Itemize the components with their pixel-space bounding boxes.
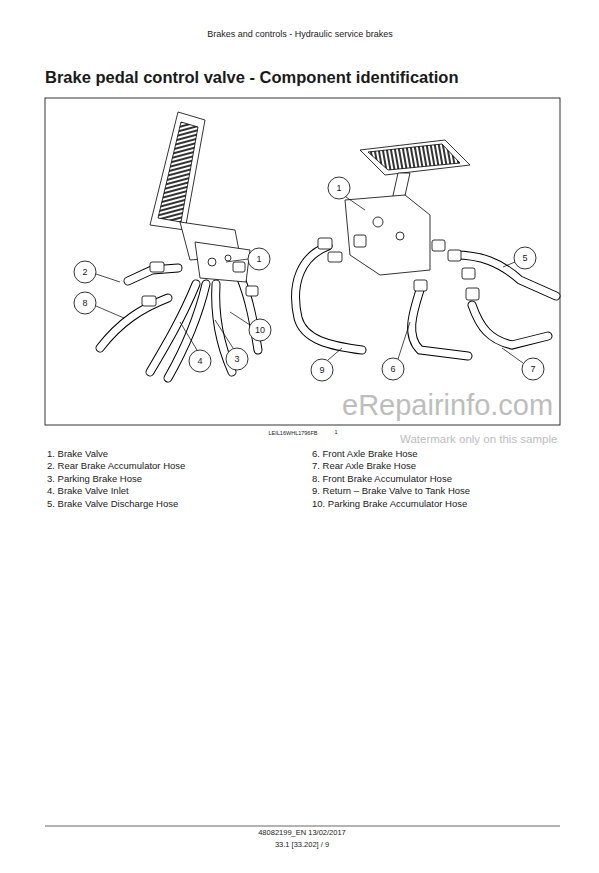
callout-number: 2 bbox=[82, 267, 87, 277]
legend-item: 1. Brake Valve bbox=[47, 449, 108, 460]
leader-lines bbox=[96, 197, 523, 363]
legend-item: 8. Front Brake Accumulator Hose bbox=[312, 474, 452, 485]
footer-text: 48082199_EN 13/02/2017 bbox=[258, 829, 346, 838]
legend-item: 5. Brake Valve Discharge Hose bbox=[47, 499, 178, 510]
left-valve bbox=[142, 112, 258, 306]
callout-circles bbox=[74, 177, 544, 381]
watermark: eRepairinfo.com bbox=[342, 389, 553, 422]
legend-item: 9. Return – Brake Valve to Tank Hose bbox=[312, 486, 470, 497]
legend-item: 3. Parking Brake Hose bbox=[47, 474, 142, 485]
legend-item: 4. Brake Valve Inlet bbox=[47, 486, 129, 497]
legend-item: 10. Parking Brake Accumulator Hose bbox=[312, 499, 467, 510]
legend-item: 6. Front Axle Brake Hose bbox=[312, 449, 418, 460]
right-valve bbox=[318, 140, 479, 300]
callout-number: 3 bbox=[234, 354, 239, 364]
footer-text: 33.1 [33.202] / 9 bbox=[275, 841, 329, 850]
figure-frame bbox=[45, 98, 560, 826]
figure-number: 1 bbox=[334, 429, 337, 435]
callout-number: 6 bbox=[390, 364, 395, 374]
page-header: Brakes and controls - Hydraulic service … bbox=[207, 29, 393, 39]
callout-number: 4 bbox=[197, 356, 202, 366]
hoses bbox=[100, 246, 556, 378]
callout-number: 1 bbox=[336, 183, 341, 193]
callout-number: 1 bbox=[256, 254, 261, 264]
callout-number: 5 bbox=[522, 253, 527, 263]
callout-number: 10 bbox=[255, 325, 265, 335]
callout-number: 9 bbox=[319, 365, 324, 375]
legend-item: 2. Rear Brake Accumulator Hose bbox=[47, 461, 185, 472]
callout-number: 7 bbox=[530, 364, 535, 374]
callout-number: 8 bbox=[82, 298, 87, 308]
page-title: Brake pedal control valve - Component id… bbox=[45, 68, 458, 87]
figure-id: LEIL16WHL1796FB bbox=[269, 430, 318, 436]
watermark: Watermark only on this sample bbox=[400, 433, 557, 446]
legend-item: 7. Rear Axle Brake Hose bbox=[312, 461, 416, 472]
